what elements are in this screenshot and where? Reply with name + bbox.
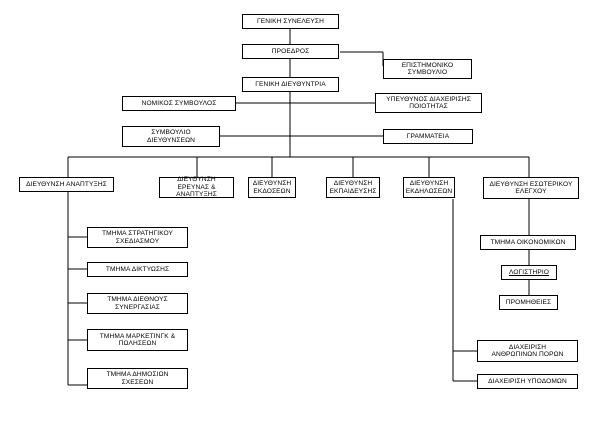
node-infrastructure: ΔΙΑΧΕΙΡΙΣΗ ΥΠΟΔΟΜΩΝ (477, 374, 578, 389)
node-general-director: ΓΕΝΙΚΗ ΔΙΕΥΘΥΝΤΡΙΑ (242, 77, 339, 92)
node-accounting: ΛΟΓΙΣΤΗΡΙΟ (501, 265, 557, 280)
node-scientific-council: ΕΠΙΣΤΗΜΟΝΙΚΟ ΣΥΜΒΟΥΛΙΟ (383, 59, 472, 79)
node-secretariat: ΓΡΑΜΜΑΤΕΙΑ (383, 129, 473, 144)
node-procurement: ΠΡΟΜΗΘΕΙΕΣ (499, 295, 558, 310)
node-human-resources: ΔΙΑΧΕΙΡΙΣΗ ΑΝΘΡΩΠΙΝΩΝ ΠΟΡΩΝ (477, 340, 578, 362)
node-dir-education: ΔΙΕΥΘΥΝΣΗ ΕΚΠΑΙΔΕΥΣΗΣ (326, 177, 380, 198)
node-dept-financial: ΤΜΗΜΑ ΟΙΚΟΝΟΜΙΚΩΝ (480, 235, 576, 250)
node-quality-manager: ΥΠΕΥΘΥΝΟΣ ΔΙΑΧΕΙΡΙΣΗΣ ΠΟΙΟΤΗΤΑΣ (375, 93, 482, 113)
node-dept-networking: ΤΜΗΜΑ ΔΙΚΤΥΩΣΗΣ (87, 262, 188, 277)
node-president: ΠΡΟΕΔΡΟΣ (242, 44, 339, 59)
node-dept-international: ΤΜΗΜΑ ΔΙΕΘΝΟΥΣ ΣΥΝΕΡΓΑΣΙΑΣ (87, 293, 188, 314)
node-dir-events: ΔΙΕΥΘΥΝΣΗ ΕΚΔΗΛΩΣΕΩΝ (403, 177, 455, 198)
node-dir-research: ΔΙΕΥΘΥΝΣΗ ΕΡΕΥΝΑΣ & ΑΝΑΠΤΥΞΗΣ (159, 176, 234, 198)
node-general-assembly: ΓΕΝΙΚΗ ΣΥΝΕΛΕΥΣΗ (242, 14, 339, 29)
node-dir-development: ΔΙΕΥΘΥΝΣΗ ΑΝΑΠΤΥΞΗΣ (19, 177, 114, 192)
node-dept-strategic: ΤΜΗΜΑ ΣΤΡΑΤΗΓΙΚΟΥ ΣΧΕΔΙΑΣΜΟΥ (87, 227, 188, 248)
node-dept-public-relations: ΤΜΗΜΑ ΔΗΜΟΣΙΩΝ ΣΧΕΣΕΩΝ (87, 368, 188, 389)
node-dept-marketing: ΤΜΗΜΑ ΜΑΡΚΕΤΙΝΓΚ & ΠΩΛΗΣΕΩΝ (87, 329, 188, 351)
node-dir-publications: ΔΙΕΥΘΥΝΣΗ ΕΚΔΟΣΕΩΝ (248, 177, 296, 198)
node-legal-advisor: ΝΟΜΙΚΟΣ ΣΥΜΒΟΥΛΟΣ (122, 96, 236, 111)
node-dir-internal-control: ΔΙΕΥΘΥΝΣΗ ΕΣΩΤΕΡΙΚΟΥ ΕΛΕΓΧΟΥ (483, 177, 579, 199)
node-directors-council: ΣΥΜΒΟΥΛΙΟ ΔΙΕΥΘΥΝΣΕΩΝ (122, 126, 220, 147)
